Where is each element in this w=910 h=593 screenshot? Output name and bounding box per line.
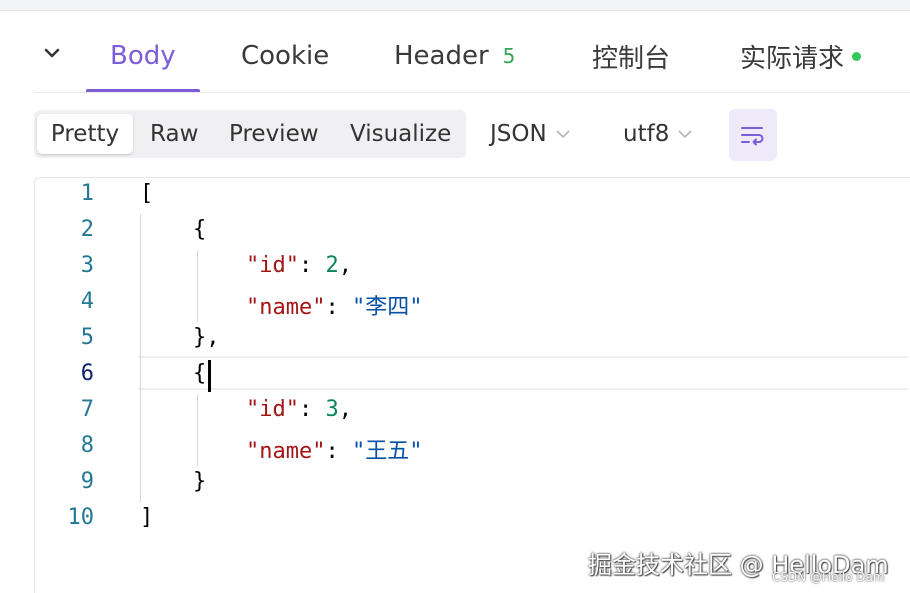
watermark: 掘金技术社区 @ HelloDam bbox=[588, 551, 889, 579]
encoding-dropdown[interactable]: utf8 bbox=[623, 114, 695, 154]
code-text: "name": "王五" bbox=[245, 439, 423, 464]
line-number: 8 bbox=[80, 433, 94, 458]
status-dot-icon bbox=[852, 51, 862, 61]
divider bbox=[34, 92, 910, 93]
view-mode-pretty[interactable]: Pretty bbox=[37, 114, 133, 154]
json-value: "王五" bbox=[351, 439, 423, 464]
line-number: 10 bbox=[67, 505, 95, 530]
code-line: 1 [ bbox=[34, 177, 910, 213]
tab-cookie[interactable]: Cookie bbox=[241, 31, 329, 81]
tab-console[interactable]: 控制台 bbox=[592, 31, 670, 81]
code-line: 10 ] bbox=[34, 501, 910, 537]
chevron-down-icon bbox=[678, 130, 692, 139]
json-value: 2 bbox=[325, 253, 339, 278]
line-number: 3 bbox=[80, 253, 94, 278]
code-line: 5 }, bbox=[34, 321, 910, 357]
code-line: 4 "name": "李四" bbox=[34, 285, 910, 321]
indent-guide bbox=[197, 250, 198, 322]
top-strip bbox=[0, 0, 910, 11]
word-wrap-icon bbox=[741, 127, 764, 146]
response-code-editor[interactable] bbox=[34, 177, 910, 593]
tab-label: Cookie bbox=[241, 41, 330, 71]
tab-label: 实际请求 bbox=[740, 43, 845, 74]
code-line: 8 "name": "王五" bbox=[34, 429, 910, 465]
current-line-highlight bbox=[138, 356, 908, 390]
tab-label: Body bbox=[110, 41, 176, 71]
tab-label: Header bbox=[394, 41, 489, 71]
line-number: 9 bbox=[80, 469, 94, 494]
header-count-badge: 5 bbox=[502, 44, 516, 68]
code-text: }, bbox=[140, 325, 220, 350]
active-tab-indicator bbox=[86, 89, 200, 93]
code-text: ] bbox=[140, 505, 154, 530]
watermark-sub: CSDN @Hello Dam bbox=[772, 570, 885, 584]
view-mode-preview[interactable]: Preview bbox=[229, 121, 319, 147]
view-mode-visualize[interactable]: Visualize bbox=[350, 121, 452, 147]
code-text: "id": 3, bbox=[245, 397, 352, 422]
code-line-current: 6 { bbox=[34, 357, 910, 393]
response-tab-bar: Body Cookie Header 5 控制台 实际请求 bbox=[0, 11, 910, 93]
chevron-down-icon[interactable] bbox=[38, 39, 66, 67]
encoding-value: utf8 bbox=[623, 121, 670, 147]
code-line: 7 "id": 3, bbox=[34, 393, 910, 429]
indent-guide bbox=[140, 214, 141, 502]
code-text: } bbox=[140, 469, 207, 494]
code-line: 2 { bbox=[34, 213, 910, 249]
format-value: JSON bbox=[490, 121, 547, 147]
format-dropdown[interactable]: JSON bbox=[490, 114, 573, 154]
tab-header[interactable]: Header 5 bbox=[394, 31, 515, 81]
code-line: 3 "id": 2, bbox=[34, 249, 910, 285]
code-text: { bbox=[140, 217, 207, 242]
line-number: 5 bbox=[80, 325, 94, 350]
line-number: 6 bbox=[80, 361, 94, 386]
line-number: 1 bbox=[80, 181, 94, 206]
chevron-down-icon bbox=[556, 130, 570, 139]
view-mode-segmented-control: Pretty Raw Preview Visualize bbox=[34, 110, 466, 158]
view-mode-raw[interactable]: Raw bbox=[150, 121, 199, 147]
code-text: [ bbox=[140, 181, 154, 206]
code-line: 9 } bbox=[34, 465, 910, 501]
text-caret bbox=[208, 360, 211, 392]
line-number: 2 bbox=[80, 217, 94, 242]
code-text: { bbox=[140, 361, 207, 386]
tab-body[interactable]: Body bbox=[110, 31, 176, 81]
word-wrap-button[interactable] bbox=[729, 109, 777, 161]
code-text: "name": "李四" bbox=[245, 295, 423, 320]
json-value: "李四" bbox=[351, 295, 423, 320]
code-text: "id": 2, bbox=[245, 253, 352, 278]
tab-label: 控制台 bbox=[592, 43, 671, 74]
tab-actual-request[interactable]: 实际请求 bbox=[740, 31, 862, 81]
line-number: 7 bbox=[80, 397, 94, 422]
line-number: 4 bbox=[80, 289, 94, 314]
json-value: 3 bbox=[325, 397, 339, 422]
indent-guide bbox=[197, 394, 198, 466]
